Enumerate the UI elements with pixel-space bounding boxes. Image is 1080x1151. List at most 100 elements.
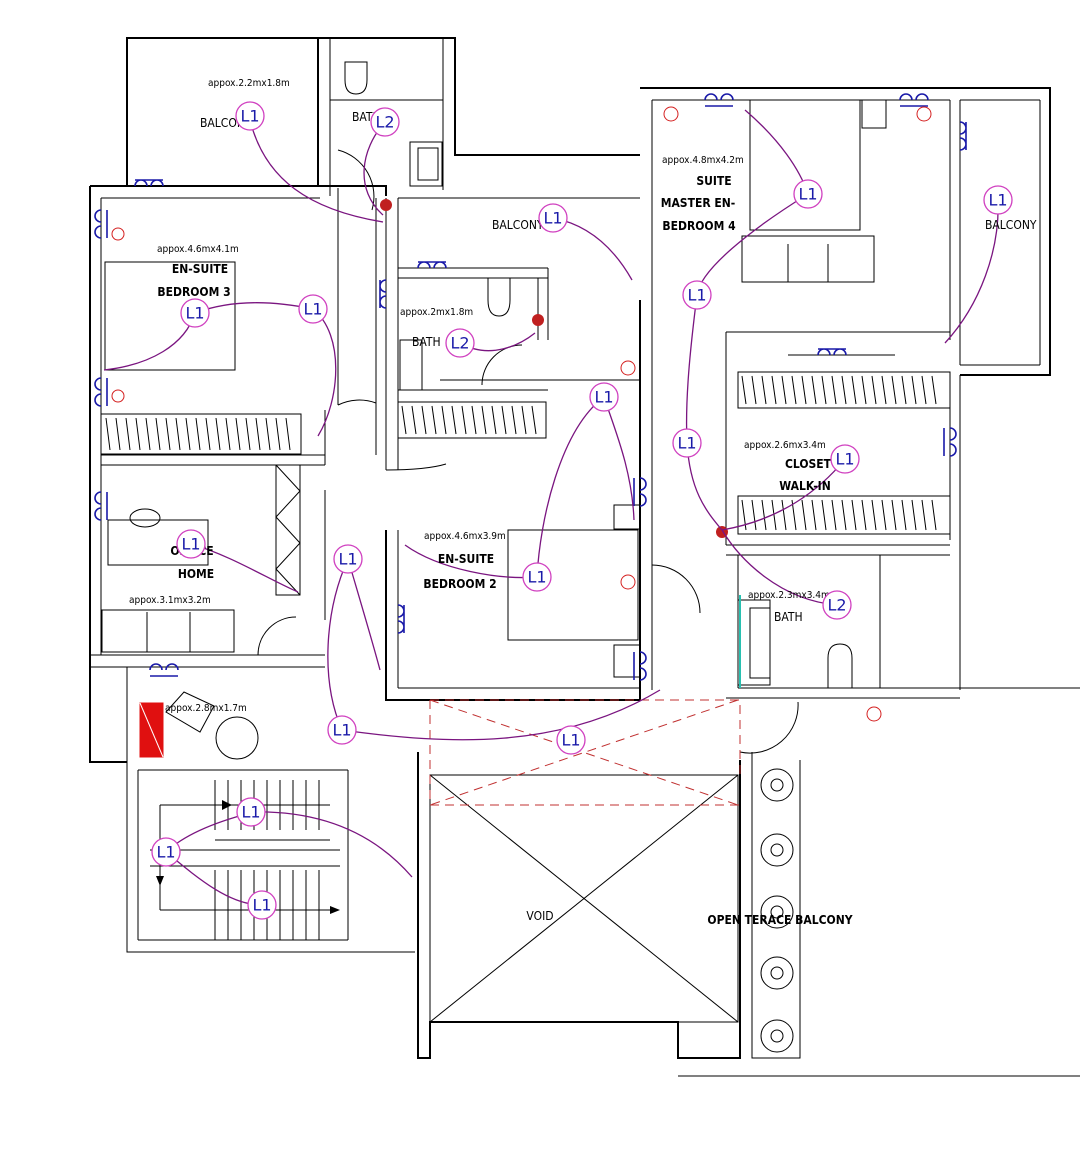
- master-size: appox.4.8mx4.2m: [662, 155, 744, 166]
- master-label-1: SUITE: [696, 174, 731, 188]
- light-tag-label: L2: [375, 113, 394, 132]
- light-tag: L1: [333, 544, 363, 574]
- light-tag-label: L1: [241, 803, 260, 822]
- light-tag-circle: [370, 107, 400, 137]
- light-tag-label: L1: [240, 107, 259, 126]
- socket-icon: [633, 651, 647, 681]
- light-tag: L1: [672, 428, 702, 458]
- socket-icon: [633, 477, 647, 507]
- sockets: [94, 93, 967, 681]
- office-label-2: HOME: [178, 567, 214, 581]
- light-tag-circle: [327, 715, 357, 745]
- light-tag-label: L1: [561, 731, 580, 750]
- light-tag-label: L1: [798, 185, 817, 204]
- light-tag: L2: [370, 107, 400, 137]
- light-tag-circle: [247, 890, 277, 920]
- lobby-size: appox.2.8mx1.7m: [165, 703, 247, 714]
- fixtures: [100, 61, 951, 1053]
- light-tag: L1: [236, 797, 266, 827]
- light-tag-label: L1: [543, 209, 562, 228]
- socket-icon: [94, 491, 108, 521]
- light-tag-label: L2: [827, 596, 846, 615]
- light-tag: L2: [822, 590, 852, 620]
- dashed-overhead: [429, 699, 741, 806]
- light-tag: L1: [247, 890, 277, 920]
- light-tag-label: L2: [450, 334, 469, 353]
- socket-icon: [817, 348, 847, 356]
- bath-mid-label: BATH: [412, 335, 441, 349]
- socket-icon: [959, 121, 967, 151]
- void-label: VOID: [526, 909, 553, 923]
- light-tag-label: L1: [677, 434, 696, 453]
- light-tag-label: L1: [185, 304, 204, 323]
- wardrobe-bath-mid: [397, 401, 547, 439]
- wardrobe-closet-2: [737, 495, 951, 535]
- light-tag-label: L1: [338, 550, 357, 569]
- light-tag-label: L1: [303, 300, 322, 319]
- room-labels: appox.2.2mx1.8m BALCONY BATH BALCONY app…: [129, 78, 1037, 927]
- light-tag-label: L1: [527, 568, 546, 587]
- socket-icon: [397, 604, 405, 634]
- light-tag-circle: [522, 562, 552, 592]
- light-tag: L1: [682, 280, 712, 310]
- bedroom2-label-2: BEDROOM 2: [423, 577, 496, 591]
- light-tag: L1: [522, 562, 552, 592]
- red-outlets: [111, 106, 932, 722]
- light-tag-label: L1: [156, 843, 175, 862]
- balcony-mid-label: BALCONY: [492, 218, 544, 232]
- light-tag: L1: [589, 382, 619, 412]
- light-tag-label: L1: [687, 286, 706, 305]
- socket-icon: [704, 93, 734, 107]
- bedroom2-label-1: EN-SUITE: [438, 552, 494, 566]
- bedroom3-label-1: EN-SUITE: [172, 262, 228, 276]
- light-tag-label: L1: [332, 721, 351, 740]
- closet-size: appox.2.6mx3.4m: [744, 440, 826, 451]
- closet-label-1: CLOSET: [785, 457, 832, 471]
- office-size: appox.3.1mx3.2m: [129, 595, 211, 606]
- light-tag-circle: [672, 428, 702, 458]
- light-tag-label: L1: [594, 388, 613, 407]
- wardrobe-bedroom3: [100, 413, 302, 455]
- master-label-2: MASTER EN-: [661, 196, 736, 210]
- bath-mid-size: appox.2mx1.8m: [400, 307, 473, 318]
- light-tag-circle: [793, 179, 823, 209]
- terrace-planters: [760, 768, 794, 1053]
- doors: [257, 149, 799, 754]
- balcony-top-size: appox.2.2mx1.8m: [208, 78, 290, 89]
- light-tag: L1: [151, 837, 181, 867]
- socket-icon: [417, 261, 447, 269]
- socket-icon: [149, 663, 179, 677]
- light-tag: L1: [298, 294, 328, 324]
- bedroom3-size: appox.4.6mx4.1m: [157, 244, 239, 255]
- socket-icon: [134, 179, 164, 187]
- light-tag-circle: [445, 328, 475, 358]
- socket-icon: [943, 427, 957, 457]
- light-tag-circle: [236, 797, 266, 827]
- socket-icon: [379, 279, 387, 309]
- light-tag-label: L1: [835, 450, 854, 469]
- light-tag: L1: [235, 101, 265, 131]
- terrace-label: OPEN TERACE BALCONY: [707, 913, 852, 927]
- light-tag-circle: [151, 837, 181, 867]
- wardrobe-closet-1: [737, 371, 951, 409]
- bath-right-size: appox.2.3mx3.4m: [748, 590, 830, 601]
- light-tag: L1: [793, 179, 823, 209]
- light-tag-label: L1: [988, 191, 1007, 210]
- socket-icon: [899, 93, 929, 107]
- light-tag-circle: [180, 298, 210, 328]
- light-tag-circle: [333, 544, 363, 574]
- balcony-right-label: BALCONY: [985, 218, 1037, 232]
- light-tag-circle: [298, 294, 328, 324]
- light-tag: L2: [445, 328, 475, 358]
- socket-icon: [94, 377, 108, 407]
- socket-icon: [94, 209, 108, 239]
- bedroom3-label-2: BEDROOM 3: [157, 285, 230, 299]
- light-tag-circle: [235, 101, 265, 131]
- light-tag: L1: [176, 529, 206, 559]
- light-tag: L1: [556, 725, 586, 755]
- light-tag: L1: [538, 203, 568, 233]
- light-tag-circle: [176, 529, 206, 559]
- light-tag-circle: [589, 382, 619, 412]
